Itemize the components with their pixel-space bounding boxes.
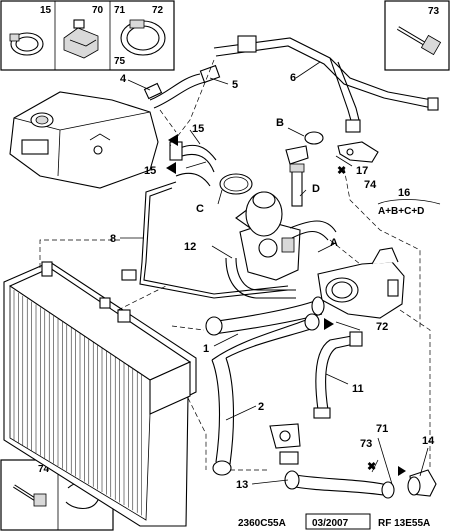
callout-14: 14 [422, 435, 435, 447]
callout-B: B [276, 117, 284, 129]
bolt-icon [396, 26, 442, 56]
fitting-14 [407, 469, 437, 497]
footer: 2360C55A 03/2007 RF 13E55A [230, 512, 450, 531]
callout-17: 17 [356, 165, 368, 177]
box-label-72: 72 [152, 5, 164, 16]
bracket-17 [337, 141, 379, 163]
footer-reference-left: 2360C55A [238, 518, 286, 529]
callout-2: 2 [258, 401, 264, 413]
flange-gasket [269, 423, 301, 465]
arrow-marker-4 [398, 466, 406, 476]
footer-reference-right: RF 13E55A [378, 518, 430, 529]
thermostat-housing [317, 247, 405, 319]
hose-1 [205, 296, 325, 336]
hose-13 [284, 470, 395, 499]
hose-clip-icon [9, 32, 44, 56]
kit-formula: A+B+C+D [378, 206, 424, 217]
box-label-71: 71 [114, 5, 126, 16]
callout-5: 5 [232, 79, 238, 91]
callout-8: 8 [110, 233, 116, 245]
callout-11: 11 [352, 383, 364, 395]
box-label-15: 15 [40, 5, 52, 16]
callout-12: 12 [184, 241, 196, 253]
callout-74: 74 [364, 179, 377, 191]
callout-15-upper: 15 [192, 123, 204, 135]
vent-line-8 [121, 181, 289, 299]
kit-note: 16 A+B+C+D [377, 187, 441, 217]
expansion-tank [9, 91, 159, 189]
callout-72: 72 [376, 321, 388, 333]
cross-marker-73: ✖ [367, 461, 376, 473]
box-label-74: 74 [38, 464, 50, 475]
kit-number: 16 [398, 187, 410, 199]
callout-1: 1 [203, 343, 209, 355]
bracket-clip-icon [63, 19, 99, 59]
callout-71: 71 [376, 423, 388, 435]
box-label-75: 75 [114, 56, 126, 67]
arrow-marker-3 [324, 318, 334, 330]
callout-A: A [330, 237, 338, 249]
callout-6: 6 [290, 72, 296, 84]
callout-73: 73 [360, 438, 372, 450]
parts-box-top-right: 73 [384, 0, 450, 71]
callout-C: C [196, 203, 204, 215]
arrow-marker-2 [166, 162, 176, 174]
callout-4: 4 [120, 73, 127, 85]
hose-5 [199, 64, 221, 84]
parts-box-top-left: 15 70 71 72 75 [0, 0, 175, 71]
arrow-marker-1 [168, 134, 178, 146]
oil-filter-housing [245, 191, 283, 237]
footer-date: 03/2007 [312, 518, 349, 529]
worm-clamp-icon [120, 19, 166, 56]
pipe-6 [213, 35, 439, 133]
box-label-70: 70 [92, 5, 104, 16]
hose-4 [143, 73, 207, 109]
cross-marker-74: ✖ [337, 165, 346, 177]
callout-D: D [312, 183, 320, 195]
o-ring-C [219, 173, 253, 195]
callout-15-lower: 15 [144, 165, 156, 177]
screw-icon [13, 484, 47, 507]
hose-12 [225, 220, 337, 299]
radiator-core-fins [13, 290, 142, 516]
callout-13: 13 [236, 479, 248, 491]
hose-2 [211, 313, 320, 476]
fitting-B [285, 131, 324, 165]
hose-11 [313, 331, 363, 419]
box-label-73: 73 [428, 6, 440, 17]
radiator [3, 261, 197, 527]
vent-hoses-15 [169, 141, 217, 187]
sensor-D [289, 163, 305, 207]
